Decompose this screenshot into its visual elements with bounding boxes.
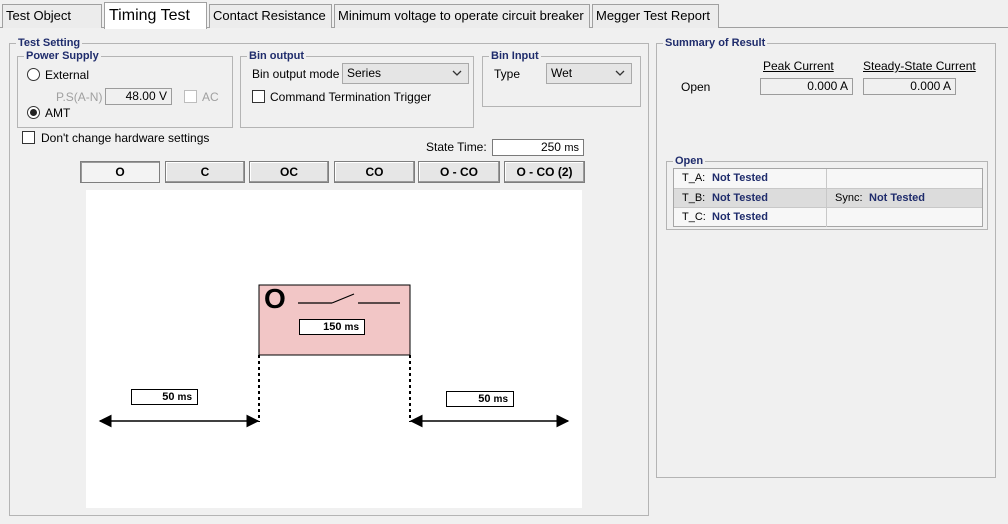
test-setting-title: Test Setting	[16, 36, 83, 50]
seq-button-co[interactable]: CO	[334, 161, 415, 183]
operation-symbol: O	[264, 283, 286, 314]
column-divider	[826, 169, 827, 188]
dont-change-hardware-checkbox[interactable]	[22, 131, 35, 144]
tab-test-object[interactable]: Test Object	[2, 4, 102, 28]
pre-duration-box[interactable]: 50 ms	[131, 389, 198, 405]
steady-state-header: Steady-State Current	[863, 59, 976, 73]
row-status: Not Tested	[712, 172, 769, 184]
timing-diagram-graphics	[98, 284, 570, 428]
table-row[interactable]: T_C: Not Tested	[674, 207, 982, 227]
chevron-down-icon	[452, 70, 462, 76]
peak-current-header: Peak Current	[763, 59, 834, 73]
row-status: Not Tested	[712, 211, 769, 223]
test-setting-group: Test Setting	[9, 36, 649, 516]
summary-title: Summary of Result	[663, 36, 768, 50]
row-sync-label: Sync:	[835, 192, 863, 204]
open-results-group: Open	[666, 154, 988, 230]
bin-output-mode-label: Bin output mode	[252, 67, 340, 81]
summary-group: Summary of Result	[656, 36, 996, 478]
op-duration-box[interactable]: 150 ms	[299, 319, 365, 335]
post-duration-value: 50	[478, 393, 491, 405]
row-status: Not Tested	[712, 192, 769, 204]
row-sync-status: Not Tested	[869, 192, 926, 204]
bin-input-group: Bin Input	[482, 49, 641, 107]
timing-diagram: O 150 ms 50 ms 50 ms	[86, 190, 582, 508]
table-row[interactable]: T_B: Not Tested Sync: Not Tested	[674, 188, 982, 208]
bin-output-title: Bin output	[247, 49, 306, 63]
power-supply-group: Power Supply	[17, 49, 233, 128]
row-name: T_A:	[682, 172, 706, 184]
bin-output-mode-value: Series	[347, 66, 382, 80]
post-duration-unit: ms	[493, 394, 508, 405]
pre-duration-unit: ms	[177, 392, 192, 403]
table-row[interactable]: T_A: Not Tested	[674, 169, 982, 188]
op-duration-unit: ms	[344, 322, 359, 333]
external-radio[interactable]	[27, 68, 40, 81]
peak-current-value: 0.000 A	[760, 78, 853, 95]
steady-state-value: 0.000 A	[863, 78, 956, 95]
state-time-value: 250	[540, 140, 561, 154]
row-name: T_C:	[682, 211, 706, 223]
bin-input-type-value: Wet	[551, 66, 573, 80]
bin-output-group: Bin output	[240, 49, 474, 128]
tab-timing-test[interactable]: Timing Test	[104, 2, 207, 29]
seq-button-o-co-2[interactable]: O - CO (2)	[504, 161, 585, 183]
column-divider	[826, 189, 827, 208]
bin-input-type-select[interactable]: Wet	[546, 63, 632, 84]
command-termination-label: Command Termination Trigger	[270, 90, 432, 104]
tab-contact-resistance[interactable]: Contact Resistance	[209, 4, 332, 28]
summary-row-open-label: Open	[681, 80, 711, 94]
external-label: External	[45, 68, 90, 82]
post-duration-box[interactable]: 50 ms	[446, 391, 514, 407]
column-divider	[826, 208, 827, 227]
chevron-down-icon	[615, 70, 625, 76]
tab-bar: Test Object Timing Test Contact Resistan…	[0, 0, 1008, 29]
seq-button-o-co[interactable]: O - CO	[418, 161, 500, 183]
open-results-title: Open	[673, 154, 706, 168]
bin-input-title: Bin Input	[489, 49, 541, 63]
power-supply-title: Power Supply	[24, 49, 101, 63]
seq-button-c[interactable]: C	[165, 161, 245, 183]
ac-label: AC	[202, 90, 219, 104]
ps-label: P.S(A-N)	[56, 90, 103, 104]
amt-label: AMT	[45, 106, 71, 120]
op-duration-value: 150	[323, 321, 342, 333]
dont-change-hardware-label: Don't change hardware settings	[41, 131, 210, 145]
seq-button-o[interactable]: O	[80, 161, 160, 183]
state-time-unit: ms	[564, 142, 579, 154]
tab-minimum-voltage[interactable]: Minimum voltage to operate circuit break…	[334, 4, 590, 28]
bin-output-mode-select[interactable]: Series	[342, 63, 469, 84]
ps-value-field[interactable]: 48.00 V	[105, 88, 172, 105]
seq-button-oc[interactable]: OC	[249, 161, 329, 183]
row-name: T_B:	[682, 192, 706, 204]
bin-input-type-label: Type	[494, 67, 521, 81]
command-termination-checkbox[interactable]	[252, 90, 265, 103]
state-time-label: State Time:	[426, 140, 487, 154]
tab-megger-test-report[interactable]: Megger Test Report	[592, 4, 719, 28]
state-time-field[interactable]: 250 ms	[492, 139, 584, 156]
ac-checkbox[interactable]	[184, 90, 197, 103]
open-results-table: T_A: Not Tested T_B: Not Tested Sync: No…	[673, 168, 983, 227]
pre-duration-value: 50	[162, 391, 175, 403]
amt-radio[interactable]	[27, 106, 40, 119]
switch-blade	[331, 293, 355, 304]
